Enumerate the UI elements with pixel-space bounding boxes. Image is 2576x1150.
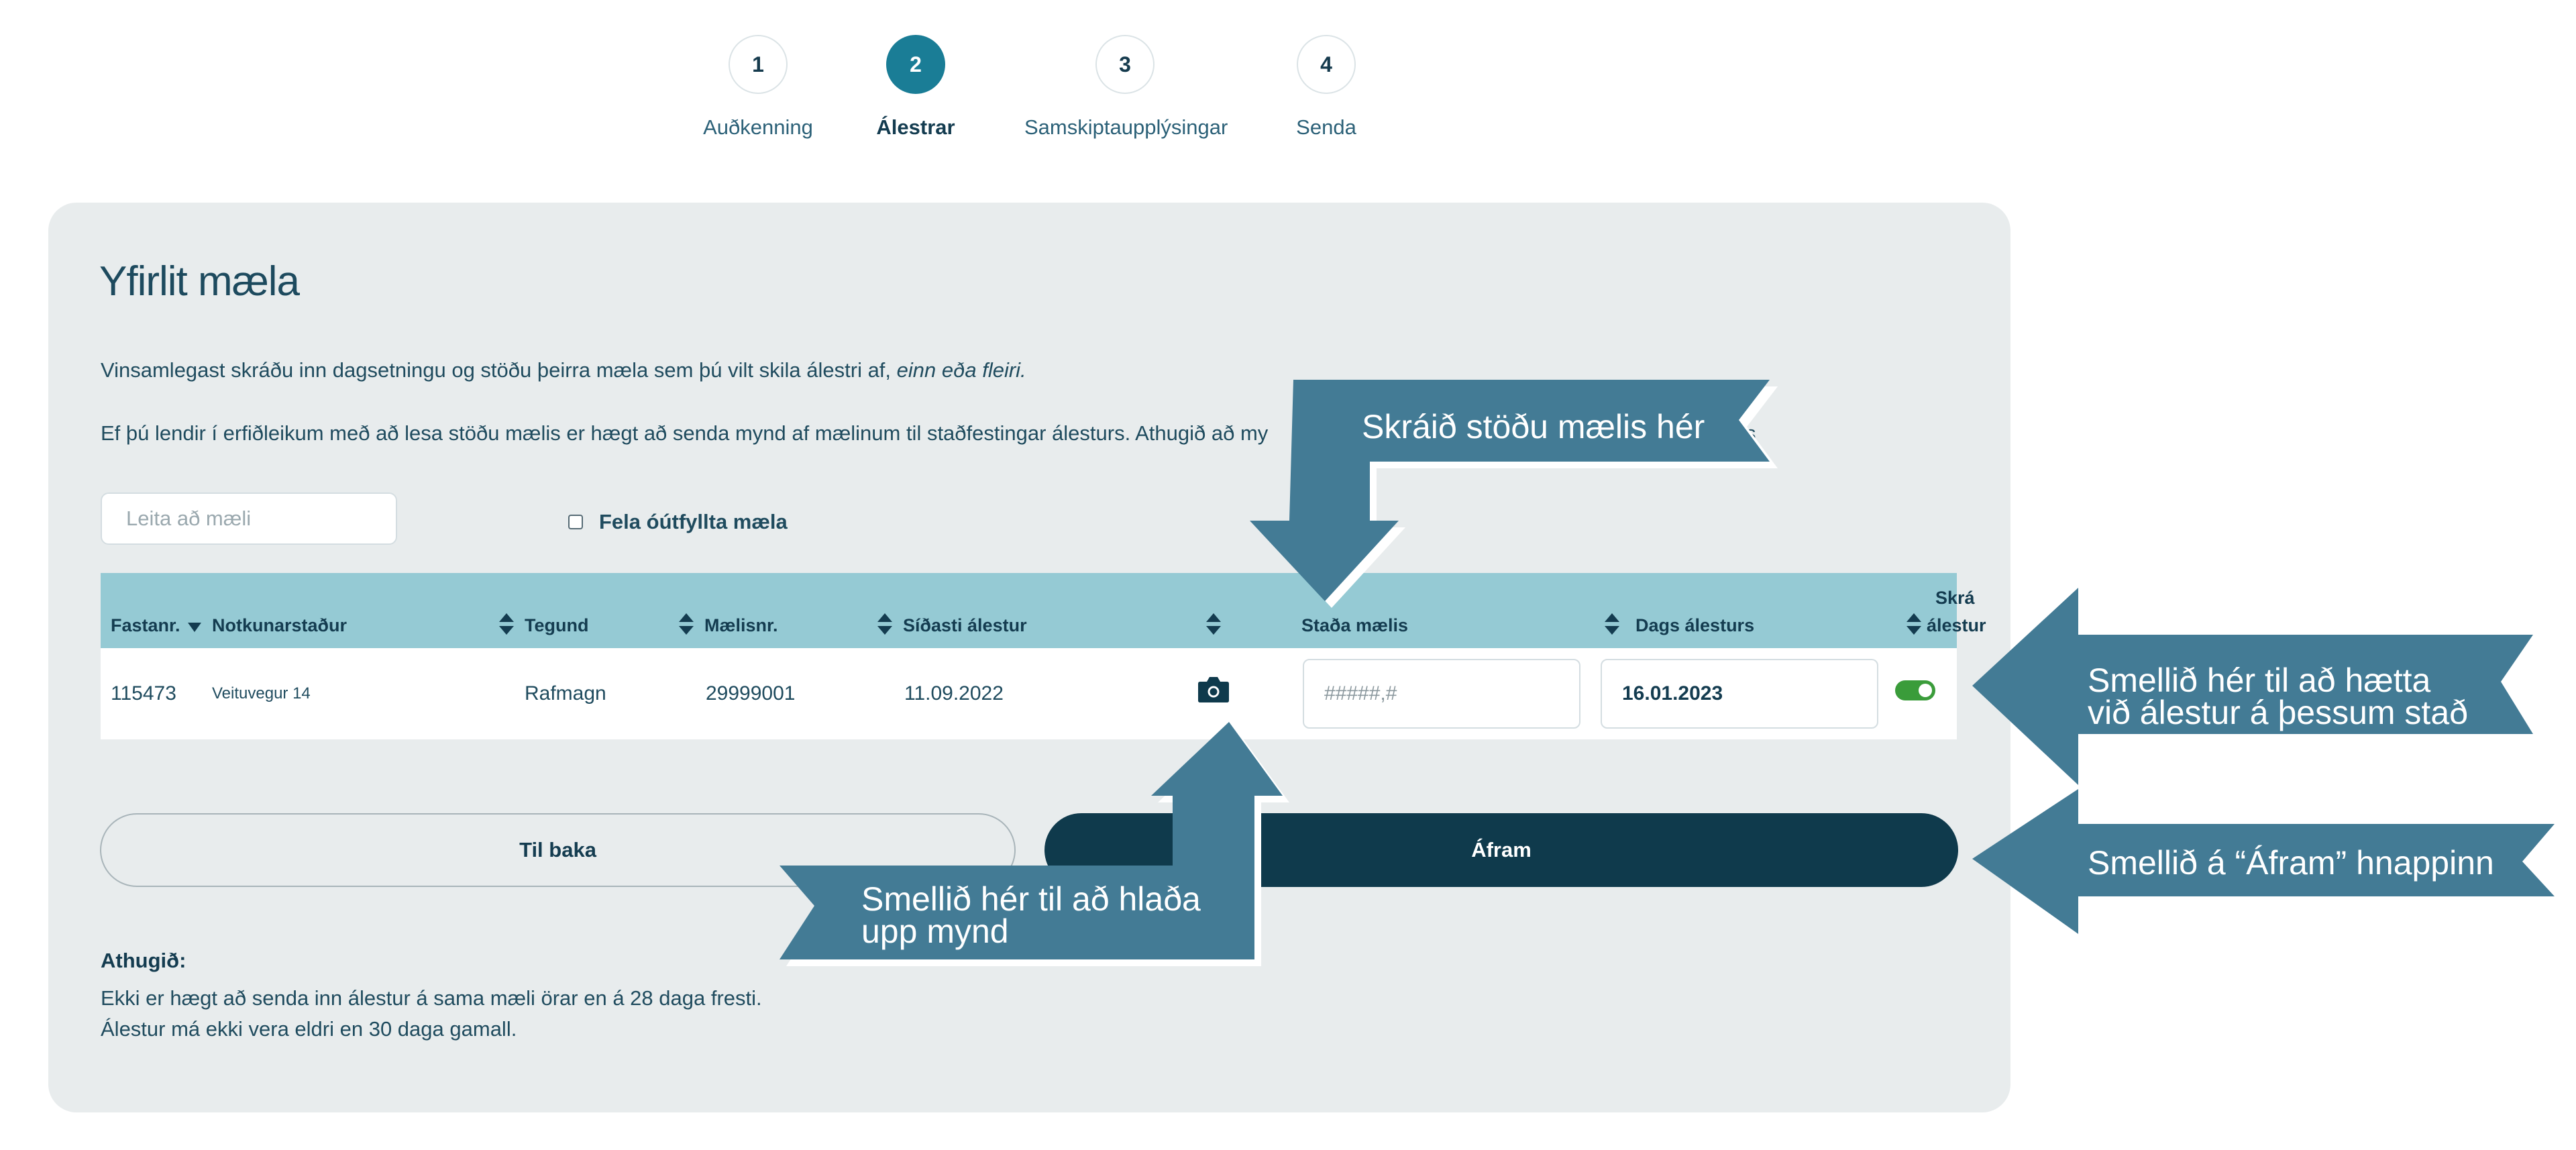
table-header-row: Fastanr. Notkunarstaður Tegund Mælisnr. … xyxy=(101,573,1986,648)
column-header-skra-line2: álestur xyxy=(1927,615,1986,635)
cell-sidasti-alestur: 11.09.2022 xyxy=(904,682,1004,704)
column-header-notkunarstadur[interactable]: Notkunarstaður xyxy=(212,615,347,635)
reading-date-input[interactable]: 16.01.2023 xyxy=(1601,659,1878,729)
hide-empty-meters-label: Fela óútfyllta mæla xyxy=(599,510,788,533)
notes-line-2: Álestur má ekki vera eldri en 30 daga ga… xyxy=(101,1017,517,1041)
intro-text: Vinsamlegast skráðu inn dagsetningu og s… xyxy=(101,358,1026,382)
checkbox-box[interactable] xyxy=(568,515,583,529)
sort-icon[interactable] xyxy=(498,612,515,636)
hide-empty-meters-checkbox[interactable]: Fela óútfyllta mæla xyxy=(568,510,788,534)
step-label: Senda xyxy=(1296,115,1356,139)
toggle-icon[interactable] xyxy=(1895,680,1935,700)
sort-icon[interactable] xyxy=(1603,612,1621,636)
page-title: Yfirlit mæla xyxy=(99,258,300,305)
column-header-stada-maelis: Staða mælis xyxy=(1301,615,1409,635)
sort-icon[interactable] xyxy=(1205,612,1222,636)
cell-notkunarstadur: Veituvegur 14 xyxy=(212,684,311,702)
callout-upload-line2: upp mynd xyxy=(861,912,1009,950)
photo-help-text: Ef þú lendir í erfiðleikum með að lesa s… xyxy=(101,421,1756,446)
column-header-tegund[interactable]: Tegund xyxy=(525,615,589,635)
intro-text-main: Vinsamlegast skráðu inn dagsetningu og s… xyxy=(101,358,897,382)
table-row: 115473 Veituvegur 14 Rafmagn 29999001 11… xyxy=(101,648,1957,739)
step-4[interactable]: 4 Senda xyxy=(1226,35,1427,140)
cell-fastanr: 115473 xyxy=(111,682,176,704)
callout-status-text: Skráið stöðu mælis hér xyxy=(1362,408,1705,446)
callout-cancel-line1: Smellið hér til að hætta xyxy=(2088,662,2431,699)
meter-search-input[interactable] xyxy=(101,492,397,545)
callout-cancel-line2: við álestur á þessum stað xyxy=(2088,694,2468,731)
step-1[interactable]: 1 Auðkenning xyxy=(657,35,859,140)
sort-desc-icon[interactable] xyxy=(186,620,203,635)
step-label: Auðkenning xyxy=(703,115,813,139)
step-label: Álestrar xyxy=(876,115,955,139)
callout-upload-line1: Smellið hér til að hlaða xyxy=(861,880,1201,918)
step-number: 4 xyxy=(1297,35,1356,94)
column-header-sidasti-alestur[interactable]: Síðasti álestur xyxy=(903,615,1027,635)
progress-stepper: 1 Auðkenning 2 Álestrar 3 Samskiptaupplý… xyxy=(681,35,1399,142)
sort-icon[interactable] xyxy=(678,612,695,636)
cell-maelisnr: 29999001 xyxy=(706,682,796,704)
step-label: Samskiptaupplýsingar xyxy=(1024,115,1228,139)
sort-icon[interactable] xyxy=(1905,612,1923,636)
column-header-fastanr[interactable]: Fastanr. xyxy=(111,615,180,635)
step-3[interactable]: 3 Samskiptaupplýsingar xyxy=(1024,35,1228,140)
meters-table: Fastanr. Notkunarstaður Tegund Mælisnr. … xyxy=(101,573,1986,739)
step-2[interactable]: 2 Álestrar xyxy=(815,35,1016,140)
meter-reading-input[interactable]: #####,# xyxy=(1303,659,1580,729)
column-header-skra-line1: Skrá xyxy=(1935,588,1975,608)
camera-icon[interactable] xyxy=(1197,675,1230,703)
callout-next-text: Smellið á “Áfram” hnappinn xyxy=(2088,844,2494,882)
column-header-dags-alesturs[interactable]: Dags álesturs xyxy=(1635,615,1755,635)
notes-line-1: Ekki er hægt að senda inn álestur á sama… xyxy=(101,986,762,1010)
step-number: 3 xyxy=(1095,35,1155,94)
cell-tegund: Rafmagn xyxy=(525,682,606,704)
column-header-maelisnr[interactable]: Mælisnr. xyxy=(704,615,778,635)
sort-icon[interactable] xyxy=(876,612,894,636)
step-number: 2 xyxy=(886,35,945,94)
photo-help-text-visible: Ef þú lendir í erfiðleikum með að lesa s… xyxy=(101,421,1269,445)
intro-text-emphasis: einn eða fleiri. xyxy=(896,358,1026,382)
step-number: 1 xyxy=(729,35,788,94)
notes-title: Athugið: xyxy=(101,949,186,972)
